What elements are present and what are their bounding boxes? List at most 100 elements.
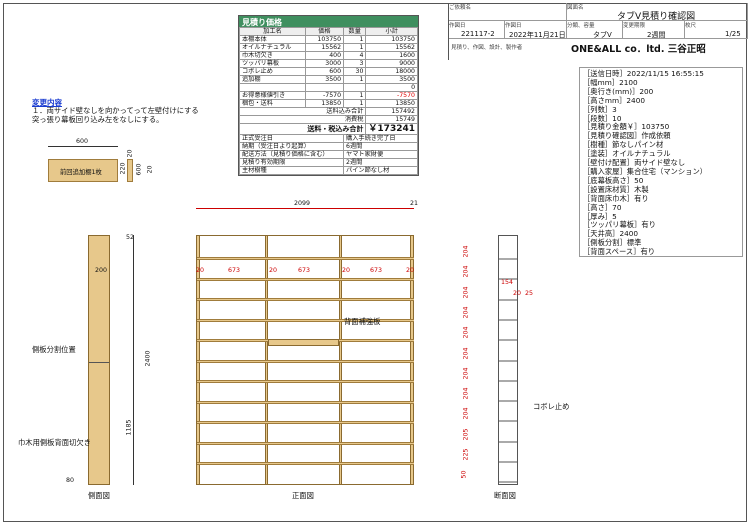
price-cell-name: お得意様値引き — [239, 91, 306, 100]
side-depth-dim: 200 — [95, 267, 108, 274]
period-label: 変更期限 — [623, 23, 646, 29]
price-cell-price — [304, 83, 345, 92]
front-sep-dim: 20 — [196, 267, 205, 274]
info-key: 見積り有効期限 — [238, 158, 345, 167]
price-cell-subtotal: 3500 — [365, 75, 418, 84]
back-board — [268, 339, 339, 346]
extra-shelf-width: 600 — [76, 138, 89, 145]
grand-total-value: ￥173241 — [365, 123, 418, 135]
extra-shelf-side — [127, 159, 133, 182]
front-shelf — [197, 298, 414, 301]
spec-line: ［段数］10 — [583, 113, 622, 123]
extra-shelf-dim4: 20 — [146, 165, 154, 174]
side-view-label: 側面図 — [88, 491, 110, 500]
section-shelf-line — [499, 298, 517, 301]
info-row: 納期（受注日より起算）6週間 — [238, 142, 418, 151]
section-spacing-dim: 204 — [462, 387, 470, 400]
page-cell: 枚尺 — [685, 21, 748, 39]
extra-shelf-label: 前回追加棚1枚 — [60, 169, 102, 176]
front-shelf — [197, 462, 414, 465]
spec-line: ［天井高］2400 — [583, 229, 639, 239]
extra-shelf-dim1: 220 — [119, 162, 127, 175]
price-cell-name: 追加棚 — [239, 75, 306, 84]
price-cell-subtotal: 13850 — [365, 99, 418, 108]
tax-included-label: 送料込み合計 — [238, 107, 367, 116]
price-cell-qty: 1 — [343, 91, 367, 100]
change-note-title: 変更内容 — [32, 98, 62, 107]
section-shelf-line — [499, 420, 517, 423]
price-cell-price: 13850 — [304, 99, 345, 108]
price-cell-qty: 1 — [343, 43, 367, 52]
price-cell-qty: 30 — [343, 67, 367, 76]
page-label: 枚尺 — [685, 23, 697, 29]
spec-line: ［列数］3 — [583, 104, 617, 114]
front-sep-dim: 20 — [406, 267, 415, 274]
spec-line: ［購入家屋］集合住宅（マンション） — [583, 166, 708, 176]
spec-line: ［高さmm］2400 — [583, 95, 645, 105]
info-value: 2週間 — [343, 158, 418, 167]
info-key: 正式受注日 — [238, 134, 345, 143]
section-spacing-dim: 225 — [462, 448, 470, 461]
section-spacing-dim: 204 — [462, 286, 470, 299]
side-panel — [88, 235, 110, 485]
spec-list: ［送信日時］2022/11/15 16:55:15［幅mm］2100［奥行き(m… — [579, 67, 743, 257]
section-shelf-line — [499, 461, 517, 463]
category-value: タブV — [593, 31, 612, 39]
section-depth-dim: 154 — [501, 279, 514, 286]
spec-line: ［背面スペース］有り — [583, 247, 656, 257]
spec-line: ［樹種］節なしパイン材 — [583, 140, 664, 150]
price-cell-subtotal: 15562 — [365, 43, 418, 52]
front-shelf — [197, 318, 414, 322]
price-cell-qty — [343, 83, 367, 92]
section-shelf-line — [499, 400, 517, 403]
price-cell-price: 3500 — [304, 75, 345, 84]
section-shelf-line — [499, 258, 517, 260]
section-shelf-line — [499, 359, 517, 362]
front-shelf — [197, 359, 414, 363]
side-1185-dim: 1185 — [125, 419, 133, 436]
price-cell-price: 15562 — [304, 43, 345, 52]
info-row: 主材樹種パイン節なし材 — [238, 166, 418, 175]
price-cell-subtotal: 1600 — [365, 51, 418, 60]
price-cell-qty: 1 — [343, 35, 367, 44]
extra-shelf-board — [48, 159, 118, 182]
section-gap1-dim: 20 — [513, 290, 522, 297]
date-value: 2022年11月21日 — [509, 31, 566, 39]
front-shelf — [197, 277, 414, 281]
spec-line: ［底幕板高さ］50 — [583, 175, 644, 185]
front-shelf — [197, 257, 414, 260]
price-cell-qty: 4 — [343, 51, 367, 60]
grand-total-row: 送料・税込み合計￥173241 — [238, 123, 418, 135]
section-shelf-line — [499, 379, 517, 382]
price-cell-subtotal: -7570 — [365, 91, 418, 100]
grand-total-label: 送料・税込み合計 — [238, 123, 367, 135]
price-cell-qty: 1 — [343, 75, 367, 84]
price-cell-subtotal: 0 — [365, 83, 418, 92]
price-cell-qty: 3 — [343, 59, 367, 68]
number-cell: 作図日 — [449, 21, 505, 39]
section-shelf-line — [499, 318, 517, 321]
info-row: 正式受注日購入手続き完了日 — [238, 134, 418, 143]
front-shelf — [197, 441, 414, 445]
extra-shelf-dim-line — [48, 146, 118, 147]
extra-shelf-dim3: 600 — [135, 163, 143, 176]
change-note-text: １．両サイド壁なしを向かってって左壁付けにする 突っ張り幕板回り込み左をなしにす… — [32, 106, 199, 124]
price-cell-subtotal: 9000 — [365, 59, 418, 68]
consumption-tax-value: 15749 — [365, 115, 418, 124]
spec-line: ［ツッパリ幕板］有り — [583, 220, 656, 230]
spec-line: ［見積り確認図］作成依頼 — [583, 131, 671, 141]
section-spacing-dim: 50 — [460, 470, 468, 479]
info-value: 6週間 — [343, 142, 418, 151]
date-label: 作図日 — [505, 23, 522, 29]
spec-line: ［塗装］オイルナチュラル — [583, 149, 671, 159]
price-cell-name: 梱包・送料 — [239, 99, 306, 108]
